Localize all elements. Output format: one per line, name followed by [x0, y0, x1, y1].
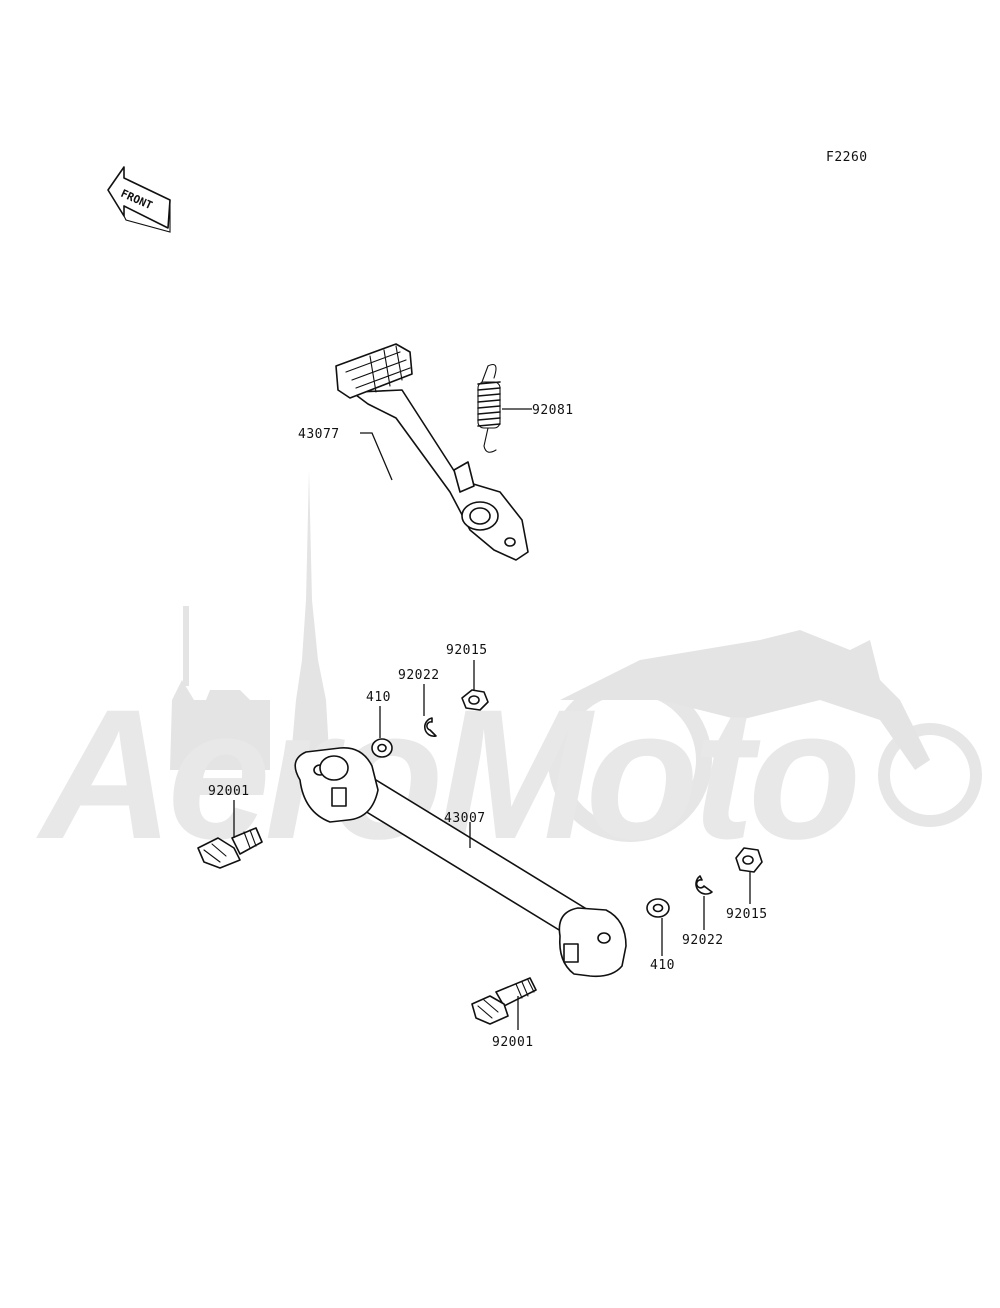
brake-rod-clevis-upper-pin [331, 787, 347, 807]
brake-pedal-pivot-hole [469, 507, 491, 525]
bolt-upper-head [197, 837, 241, 869]
label-410-upper: 410 [366, 690, 391, 705]
spring-hook-bottom [483, 427, 497, 453]
brake-pedal-tab [453, 461, 475, 493]
lockwasher-upper-icon [423, 717, 437, 738]
bolt-lower: 92001 [471, 977, 537, 1050]
brake-rod-clevis-upper-boss [319, 755, 349, 781]
label-410-lower: 410 [650, 958, 675, 973]
brake-rod-clevis-lower-hole [597, 932, 611, 944]
spring-hook-top [481, 363, 497, 383]
front-arrow: FRONT [107, 166, 171, 233]
brake-pedal-pad [335, 343, 413, 399]
bolt-lower-head [471, 995, 509, 1025]
label-92001-upper: 92001 [208, 784, 250, 799]
leader-43077 [360, 432, 393, 481]
lockwasher-lower-icon [695, 875, 713, 895]
nut-upper-hole [468, 695, 480, 705]
watermark-frame [560, 630, 930, 770]
brake-pedal-pad-grooves [369, 345, 403, 393]
return-spring: 92081 [477, 363, 574, 453]
label-92015-lower: 92015 [726, 907, 768, 922]
label-92001-lower: 92001 [492, 1035, 534, 1050]
watermark-dome [170, 680, 270, 770]
nut-lower-hole [742, 855, 754, 865]
brake-rod-clevis-lower [558, 907, 627, 978]
label-92022-upper: 92022 [398, 668, 440, 683]
brake-rod: 43007 [294, 747, 627, 978]
washer-lower-hole [652, 903, 664, 913]
bolt-lower-shank [495, 977, 537, 1007]
bolt-lower-threads [515, 979, 535, 999]
label-43007: 43007 [444, 811, 486, 826]
watermark-tower [183, 606, 189, 686]
washer-upper-hole [377, 743, 387, 753]
label-43077: 43077 [298, 427, 340, 442]
watermark-wheel-rear [878, 723, 982, 827]
bolt-lower-head-facets [477, 999, 499, 1019]
diagram-code: F2260 [826, 150, 868, 165]
upper-hardware: 92015 92022 410 [366, 643, 489, 758]
front-arrow-depth [123, 199, 171, 233]
bolt-upper: 92001 [197, 784, 263, 869]
spring-coil [477, 381, 501, 427]
brake-pedal: 43077 [298, 343, 529, 561]
brake-pedal-clevis-hole [504, 537, 516, 547]
brake-rod-clevis-lower-pin [563, 943, 579, 963]
label-92081: 92081 [532, 403, 574, 418]
watermark-spire [290, 470, 330, 770]
label-92022-lower: 92022 [682, 933, 724, 948]
front-arrow-icon [107, 166, 171, 229]
lower-hardware: 410 92022 92015 [646, 847, 768, 973]
label-92015-upper: 92015 [446, 643, 488, 658]
bolt-upper-head-facets [203, 843, 227, 863]
spring-body [477, 381, 501, 429]
bolt-upper-threads [243, 827, 263, 849]
